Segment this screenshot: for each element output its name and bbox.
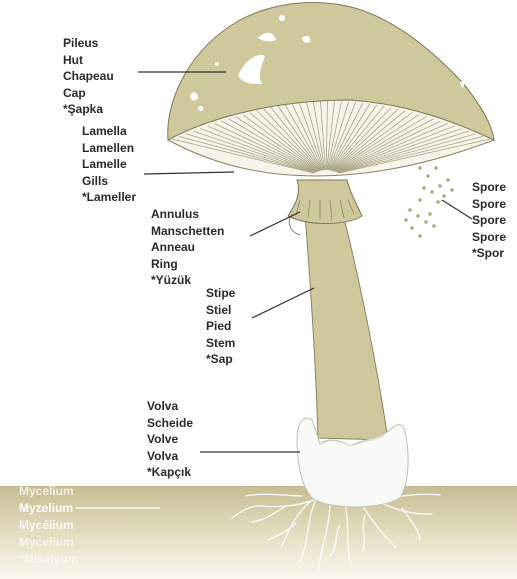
spore-label: Spore Spore Spore Spore *Spor <box>472 179 506 262</box>
stipe-label: Stipe Stiel Pied Stem *Sap <box>206 285 235 368</box>
annulus-label-line-1: Annulus <box>151 206 224 223</box>
spore-label-line-5: *Spor <box>472 245 506 262</box>
spore-label-line-4: Spore <box>472 229 506 246</box>
volva-label-line-3: Volve <box>147 431 193 448</box>
annulus-label: Annulus Manschetten Anneau Ring *Yüzük <box>151 206 224 289</box>
spore-label-line-3: Spore <box>472 212 506 229</box>
stipe-label-line-1: Stipe <box>206 285 235 302</box>
mycelium-label-line-1: Mycelium <box>19 483 78 500</box>
stipe-shape <box>305 214 388 440</box>
annulus-label-line-4: Ring <box>151 256 224 273</box>
annulus-label-line-3: Anneau <box>151 239 224 256</box>
lamella-label-line-5: *Lameller <box>82 189 136 206</box>
spore-label-line-2: Spore <box>472 196 506 213</box>
mycelium-label-line-2: Myzelium <box>19 500 78 517</box>
pileus-label: Pileus Hut Chapeau Cap *Şapka <box>63 35 114 118</box>
volva-label-line-5: *Kapçık <box>147 464 193 481</box>
annulus-leader-line <box>250 212 300 236</box>
spore-label-line-1: Spore <box>472 179 506 196</box>
annulus-label-line-2: Manschetten <box>151 223 224 240</box>
mycelium-label: Mycelium Myzelium Mycélium Mycelium *Mis… <box>19 483 78 568</box>
lamella-label-line-4: Gills <box>82 173 136 190</box>
spore-dots <box>404 166 454 238</box>
stipe-label-line-4: Stem <box>206 335 235 352</box>
volva-label-line-2: Scheide <box>147 415 193 432</box>
volva-label: Volva Scheide Volve Volva *Kapçık <box>147 398 193 481</box>
stipe-label-line-5: *Sap <box>206 351 235 368</box>
pileus-label-line-1: Pileus <box>63 35 114 52</box>
pileus-label-line-2: Hut <box>63 52 114 69</box>
lamella-label: Lamella Lamellen Lamelle Gills *Lameller <box>82 123 136 206</box>
pileus-label-line-4: Cap <box>63 85 114 102</box>
volva-label-line-1: Volva <box>147 398 193 415</box>
lamella-label-line-2: Lamellen <box>82 140 136 157</box>
mycelium-label-line-4: Mycelium <box>19 534 78 551</box>
mycelium-label-line-5: *Miselyum <box>19 551 78 568</box>
pileus-label-line-5: *Şapka <box>63 101 114 118</box>
stipe-leader-line <box>252 288 314 318</box>
volva-label-line-4: Volva <box>147 448 193 465</box>
lamella-leader-line <box>144 172 234 174</box>
lamella-label-line-1: Lamella <box>82 123 136 140</box>
stipe-label-line-2: Stiel <box>206 302 235 319</box>
stipe-label-line-3: Pied <box>206 318 235 335</box>
mycelium-label-line-3: Mycélium <box>19 517 78 534</box>
lamella-label-line-3: Lamelle <box>82 156 136 173</box>
spore-leader-line <box>442 200 472 219</box>
annulus-shape <box>288 180 362 224</box>
pileus-label-line-3: Chapeau <box>63 68 114 85</box>
